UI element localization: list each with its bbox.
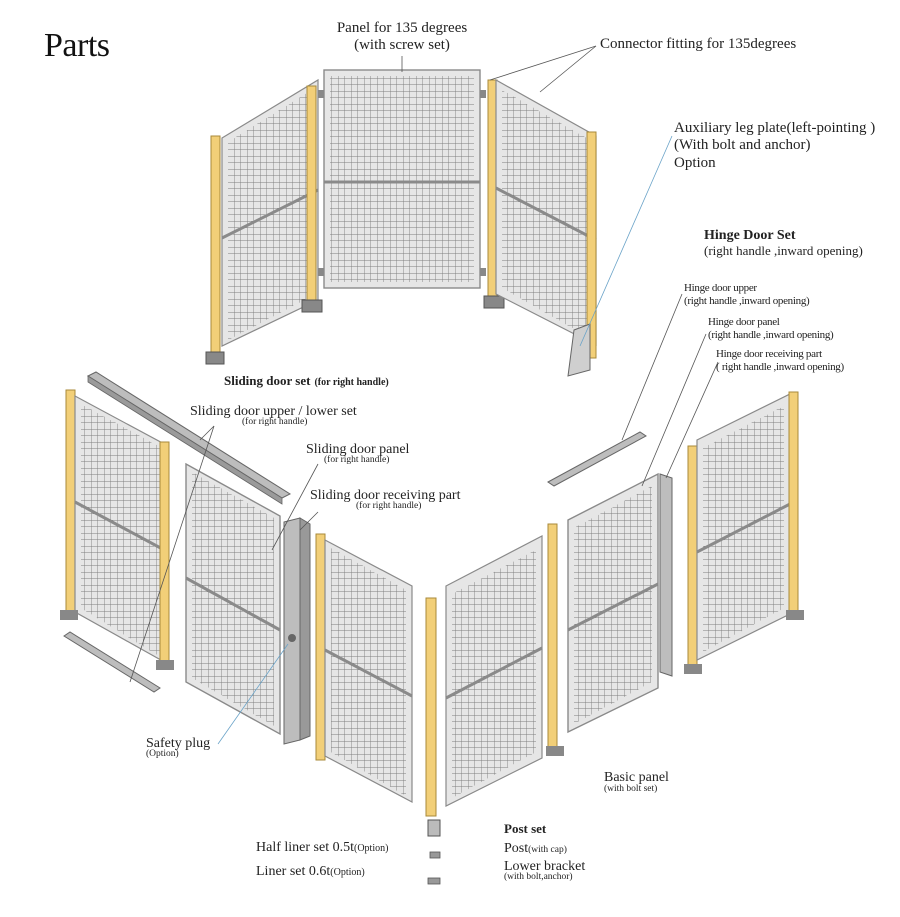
sliding-left-post: [65, 389, 76, 617]
top-left-post-base: [205, 351, 225, 365]
sliding-receiving-line2: (for right handle): [356, 501, 422, 512]
hinge-right-panel: [696, 393, 791, 661]
hinge-door-upper-art: [547, 431, 647, 487]
safety-plug-label: Safety plug (Option): [146, 736, 210, 760]
half-liner-main: Half liner set 0.5t: [256, 840, 354, 855]
sliding-receiving-label: Sliding door receiving part (for right h…: [310, 488, 460, 512]
hinge-door-set-label: Hinge Door Set (right handle ,inward ope…: [704, 228, 863, 259]
lower-bracket-art: [427, 819, 441, 885]
hinge-door-upper-label: Hinge door upper (right handle ,inward o…: [684, 282, 810, 307]
basic-panel-line2: (with bolt set): [604, 784, 658, 795]
top-right-panel: [495, 78, 597, 346]
liner-label: Liner set 0.6t(Option): [256, 862, 365, 880]
aux-leg-plate: [567, 323, 591, 377]
sliding-door-set-title: Sliding door set: [224, 373, 311, 388]
sliding-fixed-panel: [74, 394, 169, 666]
basic-panel-line1: Basic panel: [604, 770, 669, 785]
basic-panel-art: [445, 535, 543, 807]
sliding-upper-lower-line2: (for right handle): [242, 417, 308, 428]
top-right-post: [586, 131, 597, 359]
leader-lines-blue: [217, 135, 673, 745]
post-sub: (with cap): [528, 844, 567, 855]
safety-plug-line1: Safety plug: [146, 736, 211, 751]
liner-main: Liner set 0.6t: [256, 864, 331, 879]
hinge-door-panel-line1: Hinge door panel: [708, 316, 780, 328]
safety-plug-art: [288, 634, 296, 642]
panel-135-line2: (with screw set): [354, 37, 450, 54]
sliding-receiving-part-art: [283, 517, 311, 745]
hinge-receiving-part-art: [659, 473, 673, 677]
page-title: Parts: [44, 27, 110, 64]
post-art: [425, 597, 437, 817]
hinge-door-receiving-line1: Hinge door receiving part: [716, 348, 822, 360]
top-left-post: [210, 135, 221, 359]
sliding-upper-rail: [86, 371, 292, 505]
hinge-door-upper-line1: Hinge door upper: [684, 282, 757, 294]
hinge-door-receiving-label: Hinge door receiving part ( right handle…: [716, 348, 844, 373]
post-set-title: Post set: [504, 821, 547, 836]
hinge-door-receiving-line2: ( right handle ,inward opening): [716, 360, 844, 373]
panel-135-line1: Panel for 135 degrees: [336, 20, 468, 36]
post-name: Post: [504, 840, 529, 856]
hinge-door-upper-line2: (right handle ,inward opening): [684, 294, 810, 307]
sliding-door-panel-art: [185, 462, 281, 736]
top-left-center-post: [306, 85, 317, 309]
half-liner-sub: (Option): [353, 843, 389, 854]
sliding-lower-rail: [63, 631, 161, 693]
hinge-door-panel-art: [567, 472, 659, 734]
post-set-label: Post set Post(with cap) Lower bracket (w…: [504, 821, 586, 883]
liner-sub: (Option): [330, 867, 365, 878]
hinge-door-set-sub: (right handle ,inward opening): [704, 243, 863, 259]
aux-leg-line1: Auxiliary leg plate(left-pointing ): [674, 120, 876, 136]
basic-panel-label: Basic panel (with bolt set): [604, 770, 669, 795]
sliding-door-set-sub: (for right handle): [314, 377, 389, 388]
sliding-upper-lower-line1: Sliding door upper / lower set: [190, 404, 357, 419]
hinge-door-panel-label: Hinge door panel (right handle ,inward o…: [708, 316, 834, 341]
lower-bracket-name: Lower bracket: [504, 859, 586, 875]
connector-135-label: Connector fitting for 135degrees: [600, 36, 797, 52]
hinge-door-set-title: Hinge Door Set: [704, 228, 796, 243]
aux-leg-line2: (With bolt and anchor): [674, 137, 811, 154]
sliding-receiving-line1: Sliding door receiving part: [310, 488, 461, 503]
aux-leg-line3: Option: [674, 154, 716, 171]
sliding-panel-label: Sliding door panel (for right handle): [306, 442, 409, 466]
sliding-right-panel: [324, 539, 413, 803]
half-liner-label: Half liner set 0.5t(Option): [256, 838, 388, 856]
post-line: Post(with cap): [504, 839, 585, 857]
aux-leg-label: Auxiliary leg plate(left-pointing ) (Wit…: [674, 120, 875, 172]
panel-135-label: Panel for 135 degrees (with screw set): [318, 20, 486, 55]
panel-135: [318, 69, 486, 289]
lower-bracket-sub: (with bolt,anchor): [504, 872, 573, 883]
sliding-upper-lower-label: Sliding door upper / lower set (for righ…: [190, 404, 357, 428]
leader-lines: [129, 45, 719, 683]
sliding-panel-line1: Sliding door panel: [306, 442, 410, 457]
safety-plug-line2: (Option): [146, 749, 179, 760]
top-left-panel: [221, 78, 319, 347]
hinge-door-panel-line2: (right handle ,inward opening): [708, 328, 834, 341]
sliding-door-set-label: Sliding door set (for right handle): [224, 372, 389, 390]
sliding-panel-line2: (for right handle): [324, 455, 390, 466]
